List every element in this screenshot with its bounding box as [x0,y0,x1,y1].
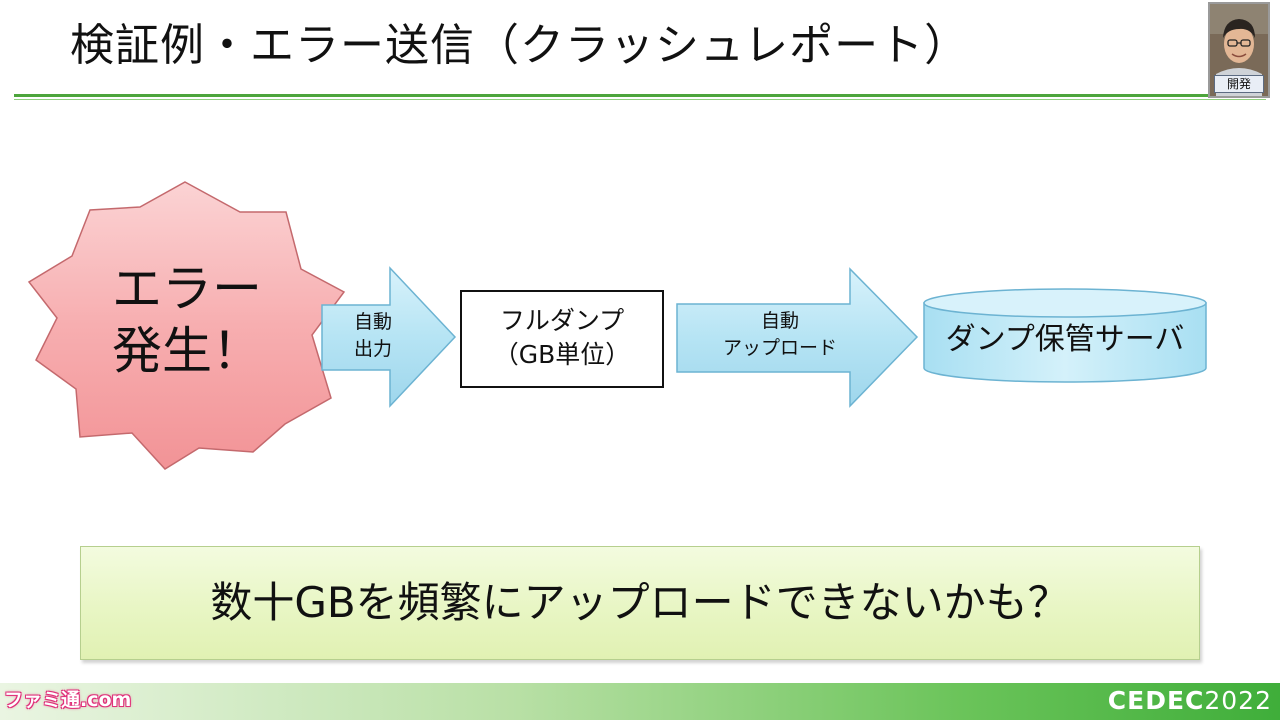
speaker-role-label: 開発 [1214,75,1264,93]
error-burst-shape [27,181,346,470]
auto-output-arrow [321,266,457,408]
concern-callout: 数十GBを頻繁にアップロードできないかも？ [80,546,1200,660]
footer-bar: ファミ通.com CEDEC2022 [0,683,1280,720]
error-occurred-label: エラー 発生！ [112,260,262,380]
dump-server-label: ダンプ保管サーバ [945,322,1185,357]
full-dump-box: フルダンプ （GB単位） [460,290,664,388]
speaker-video-thumbnail: 開発 [1208,2,1270,98]
auto-upload-arrow [676,267,919,408]
auto-upload-label: 自動 アップロード [722,310,837,359]
source-watermark-logo: ファミ通.com [4,689,132,711]
auto-output-label: 自動 出力 [353,311,392,360]
title-divider-thin [14,99,1266,100]
event-logo: CEDEC2022 [1107,686,1272,715]
dump-server-cylinder [923,288,1207,383]
slide-title: 検証例・エラー送信（クラッシュレポート） [70,20,970,71]
title-divider [14,94,1266,97]
